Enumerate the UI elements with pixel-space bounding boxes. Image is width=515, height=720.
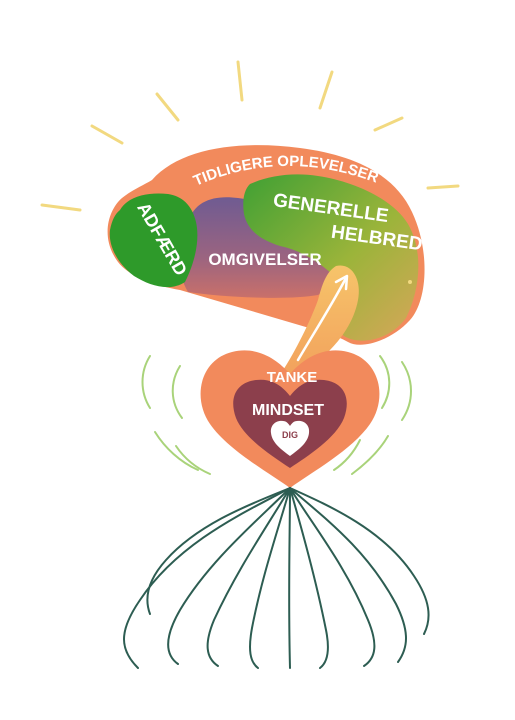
general-health-region (243, 174, 419, 341)
arrow-head-icon (334, 274, 349, 291)
vibration-arc (154, 431, 199, 471)
thought-arrow (296, 276, 348, 362)
vibration-arc (351, 435, 389, 475)
ray (318, 70, 334, 110)
vibration-lines (141, 355, 412, 475)
root-strand (289, 487, 329, 669)
ray (426, 184, 460, 190)
ray (90, 124, 124, 145)
ray (40, 203, 82, 212)
behavior-region (109, 193, 198, 288)
ray (373, 116, 404, 132)
vibration-arc (333, 439, 361, 471)
root-strand (146, 487, 291, 615)
root-strand (289, 487, 430, 635)
root-strand (206, 487, 291, 667)
small-dot (408, 280, 412, 284)
heart-inner (233, 379, 347, 468)
sun-rays (40, 60, 460, 212)
root-strand (249, 487, 291, 669)
label-surroundings: OMGIVELSER (208, 250, 321, 269)
root-strand (288, 487, 291, 669)
vibration-arc (379, 355, 391, 409)
root-strand (123, 487, 291, 669)
vibration-arc (141, 355, 151, 409)
vibration-arc (171, 365, 183, 419)
label-thought: TANKE (267, 369, 318, 386)
ray (155, 92, 180, 122)
roots (123, 487, 430, 669)
label-you: DIG (282, 430, 298, 440)
label-mindset: MINDSET (252, 402, 324, 419)
root-strand (289, 487, 407, 663)
root-strand (167, 487, 291, 665)
ray (236, 60, 244, 102)
root-strand (289, 487, 376, 667)
heart-small (270, 420, 310, 456)
vibration-arc (175, 445, 211, 475)
vibration-arc (401, 361, 412, 421)
